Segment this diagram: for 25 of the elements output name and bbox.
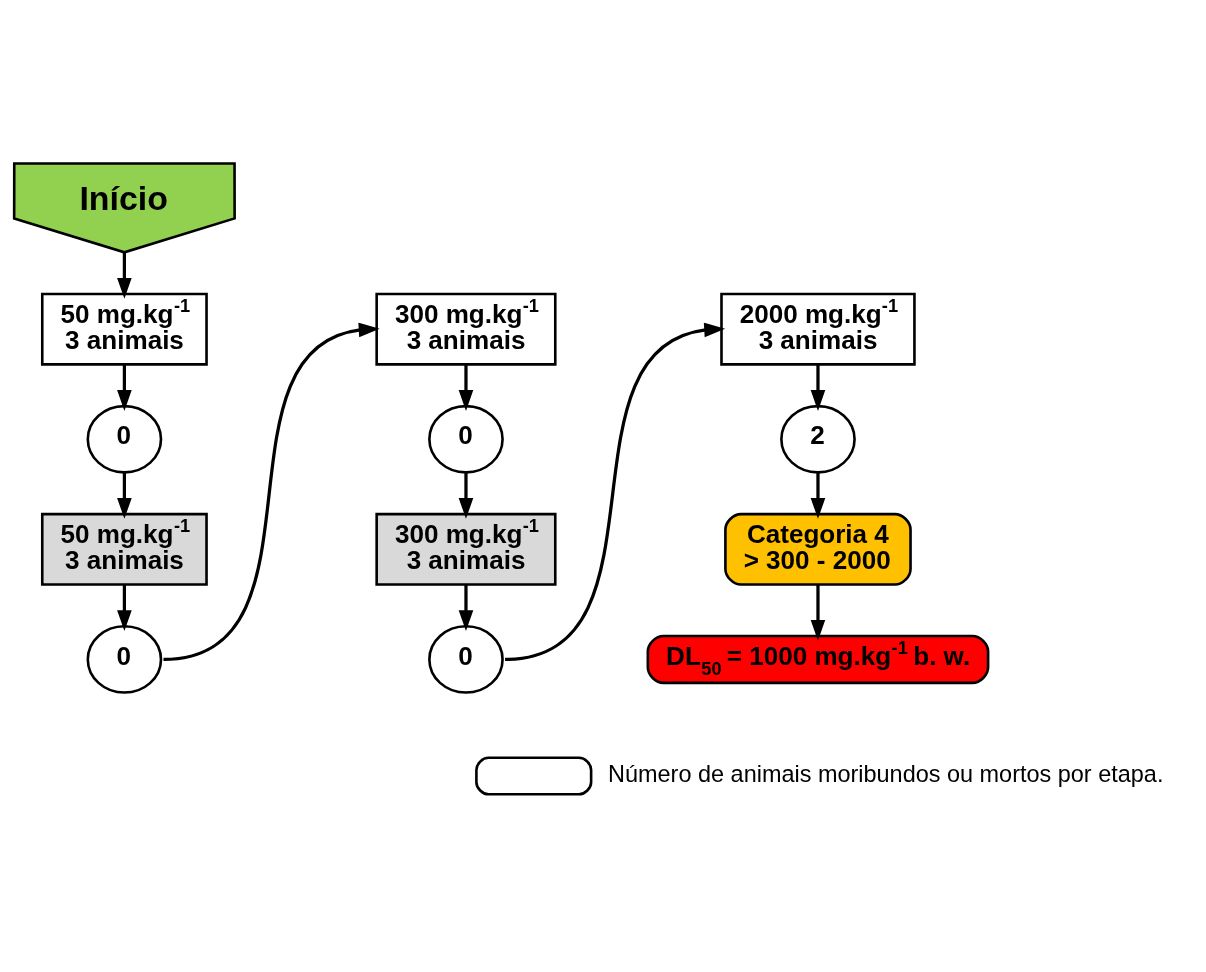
arrow	[117, 472, 132, 519]
node-box: DL$_{50}$ = 1000 mg.kg$^{-1}$ b. w.	[646, 634, 990, 685]
arrow	[117, 584, 132, 632]
arrow	[810, 472, 826, 519]
arrow	[810, 364, 826, 411]
node-box: 300 mg.kg$^{-1}$ 3 animais	[375, 512, 557, 586]
arrow	[458, 472, 474, 519]
node-box: 50 mg.kg$^{-1}$ 3 animais	[40, 512, 208, 586]
node-circle: 0	[86, 625, 163, 694]
arrow	[458, 584, 474, 632]
node-box: 50 mg.kg$^{-1}$ 3 animais	[40, 292, 208, 366]
arrow	[117, 364, 132, 411]
arrow	[117, 252, 132, 299]
arrow	[504, 322, 726, 662]
node-circle: 2	[780, 404, 856, 474]
node-circle: 0	[86, 404, 163, 474]
arrow	[458, 364, 474, 411]
arrow	[810, 584, 826, 641]
node-box: 2000 mg.kg$^{-1}$ 3 animais	[720, 292, 916, 366]
node-circle: 0	[428, 404, 504, 474]
legend-label: Número de animais moribundos ou mortos por etapa.	[608, 760, 1164, 787]
node-box: Categoria 4 > 300 - 2000	[724, 512, 912, 586]
node-box: 300 mg.kg$^{-1}$ 3 animais	[375, 292, 557, 366]
arrow	[163, 322, 380, 662]
node-circle: 0	[428, 625, 504, 694]
